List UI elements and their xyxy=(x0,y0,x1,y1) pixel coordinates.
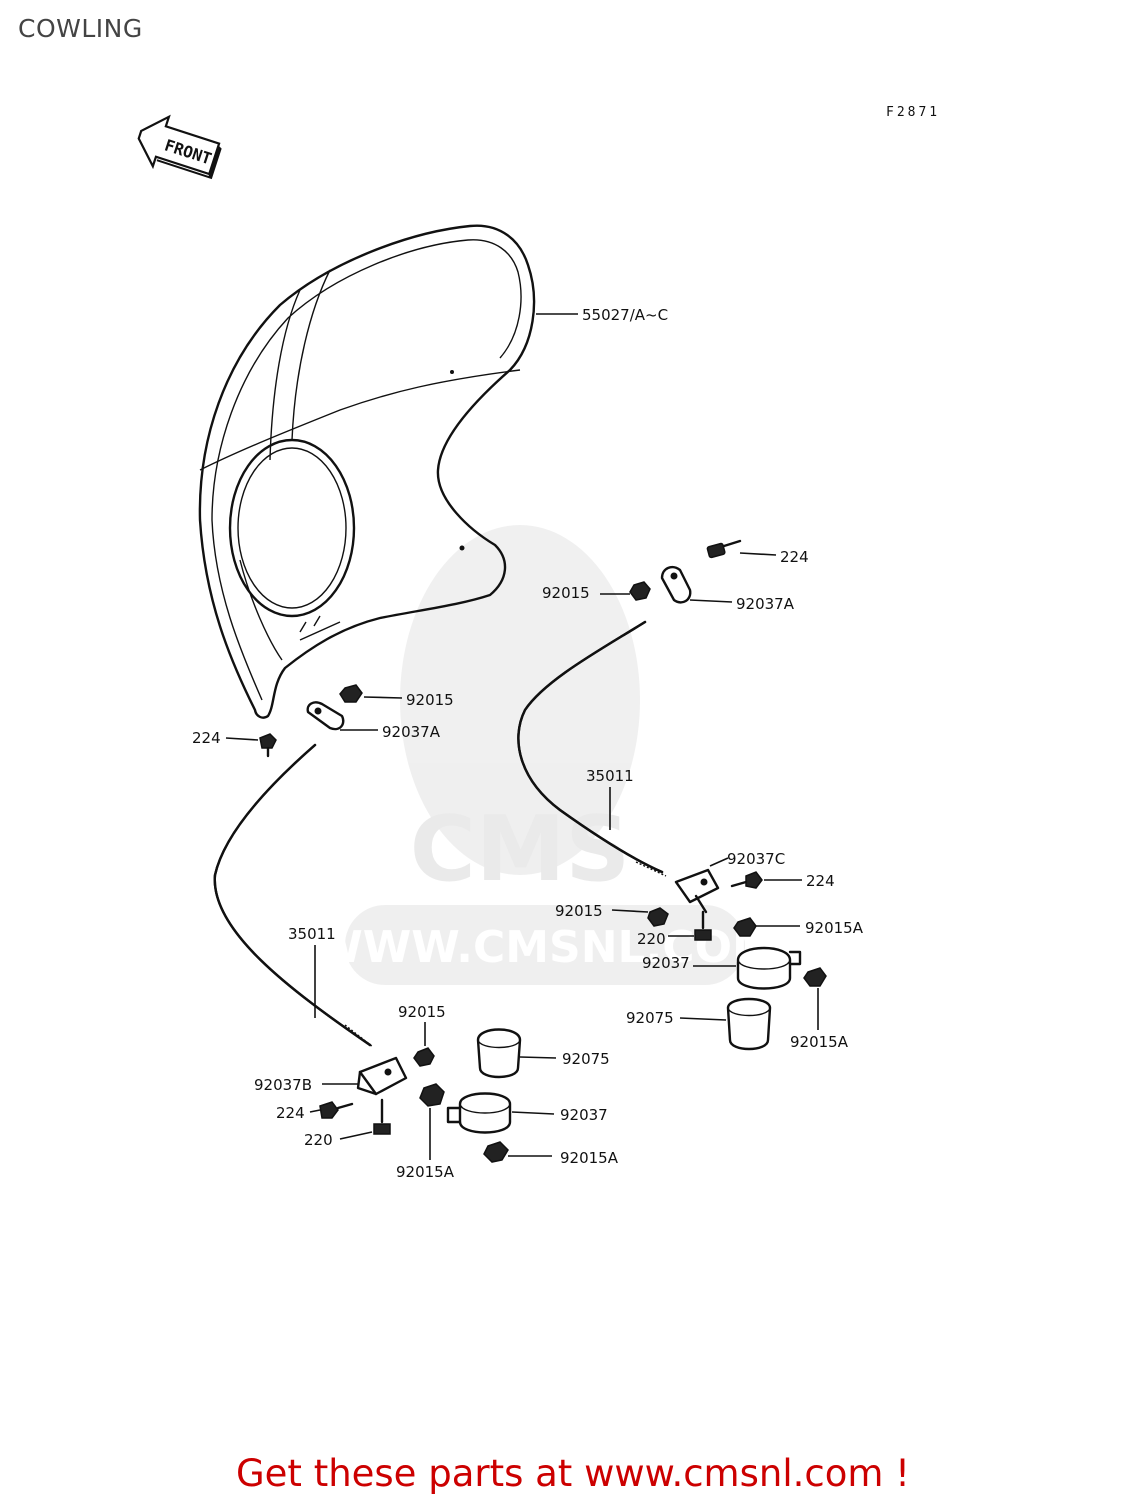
left-collar-92075 xyxy=(476,1028,522,1079)
part-label: 224 xyxy=(780,548,809,566)
reference-code: F2871 xyxy=(886,105,940,120)
part-label: 92015A xyxy=(560,1149,619,1167)
part-label: 92015 xyxy=(398,1003,446,1021)
right-lower-nut-92015 xyxy=(647,907,669,927)
left-upper-nut-92015 xyxy=(339,684,363,703)
left-lower-bracket-92037b xyxy=(356,1056,408,1096)
part-label: 35011 xyxy=(586,767,634,785)
right-stay-35011 xyxy=(517,620,667,877)
left-upper-bracket-92037a xyxy=(306,701,345,731)
watermark-logo-text: CMS xyxy=(410,797,630,902)
left-stay-35011 xyxy=(213,743,374,1048)
parts-diagram: CMS WWW.CMSNL.COM FRONT F2871 xyxy=(137,105,940,1181)
left-nut-92015a xyxy=(483,1141,509,1163)
part-label: 92037C xyxy=(727,850,785,868)
part-label: 92075 xyxy=(562,1050,610,1068)
right-upper-bolt-224 xyxy=(706,539,742,559)
part-label: 92037A xyxy=(382,723,441,741)
part-labels: 55027/A~C 224 92015 92037A 92015 92037A … xyxy=(192,306,864,1181)
cta-link[interactable]: Get these parts at www.cmsnl.com ! xyxy=(235,1452,910,1495)
left-lower-nut-92015 xyxy=(413,1047,435,1067)
part-label: 224 xyxy=(806,872,835,890)
front-arrow-icon: FRONT xyxy=(137,114,222,180)
part-label: 92015 xyxy=(542,584,590,602)
part-label: 92075 xyxy=(626,1009,674,1027)
right-lower-bolt-224 xyxy=(730,871,763,889)
part-label: 220 xyxy=(304,1131,333,1149)
right-nut-92015a xyxy=(803,967,827,987)
part-label: 92015A xyxy=(805,919,864,937)
part-label: 224 xyxy=(276,1104,305,1122)
right-clamp-92037 xyxy=(736,946,802,990)
right-lower-nut-92015a xyxy=(733,917,757,937)
part-label: 92037 xyxy=(560,1106,608,1124)
right-lower-bolt-220 xyxy=(694,910,712,941)
right-upper-bracket-92037a xyxy=(660,566,692,604)
right-upper-nut-92015 xyxy=(629,581,651,601)
part-label: 92015A xyxy=(396,1163,455,1181)
left-lower-nut-92015a xyxy=(419,1083,445,1107)
left-lower-bolt-220 xyxy=(373,1098,391,1135)
part-label: 92037 xyxy=(642,954,690,972)
left-clamp-92037 xyxy=(446,1092,512,1134)
right-lower-bracket-92037c xyxy=(674,868,720,914)
left-lower-bolt-224 xyxy=(319,1101,354,1119)
part-label: 92015A xyxy=(790,1033,849,1051)
part-label: 92015 xyxy=(555,902,603,920)
cowling-fairing xyxy=(198,224,536,719)
right-collar-92075 xyxy=(726,997,772,1051)
part-label: 55027/A~C xyxy=(582,306,668,324)
part-label: 92037B xyxy=(254,1076,312,1094)
cmsnl-watermark: CMS WWW.CMSNL.COM xyxy=(314,525,776,985)
left-upper-bolt-224 xyxy=(259,733,277,758)
page-title: COWLING xyxy=(18,14,143,43)
part-label: 92037A xyxy=(736,595,795,613)
leader-lines xyxy=(225,313,819,1160)
part-label: 224 xyxy=(192,729,221,747)
part-label: 220 xyxy=(637,930,666,948)
part-label: 35011 xyxy=(288,925,336,943)
part-label: 92015 xyxy=(406,691,454,709)
